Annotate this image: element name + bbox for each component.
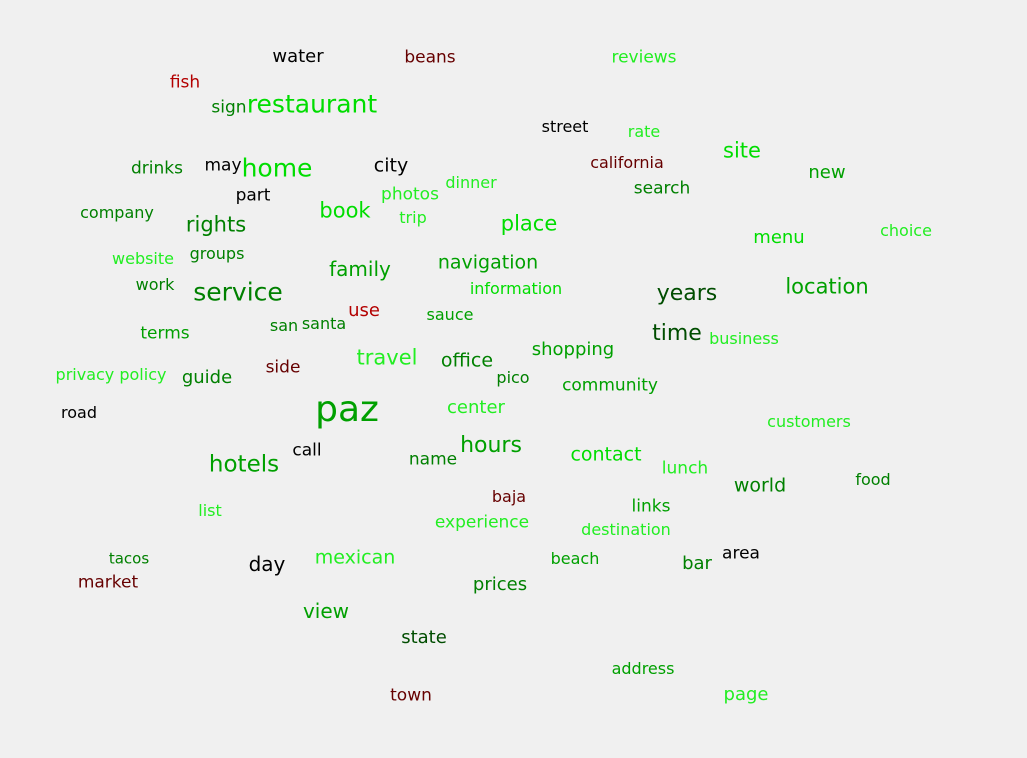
- word-drinks: drinks: [131, 158, 183, 179]
- word-information: information: [469, 279, 563, 298]
- word-view: view: [302, 599, 350, 623]
- word-book: book: [319, 198, 371, 223]
- word-food: food: [855, 470, 891, 489]
- word-restaurant: restaurant: [246, 89, 378, 119]
- word-choice: choice: [880, 221, 932, 240]
- word-paz: paz: [315, 389, 379, 430]
- word-side: side: [265, 357, 301, 378]
- word-bar: bar: [682, 553, 712, 574]
- word-baja: baja: [491, 487, 527, 506]
- word-hours: hours: [460, 433, 522, 458]
- word-work: work: [135, 275, 175, 294]
- word-rate: rate: [627, 122, 661, 141]
- word-california: california: [590, 153, 664, 172]
- word-place: place: [500, 211, 558, 236]
- word-dinner: dinner: [445, 173, 497, 192]
- word-city: city: [373, 154, 409, 177]
- word-san: san: [269, 316, 299, 335]
- word-part: part: [235, 185, 271, 206]
- word-links: links: [631, 496, 671, 517]
- word-call: call: [292, 440, 322, 461]
- word-street: street: [541, 117, 589, 136]
- word-rights: rights: [185, 212, 247, 237]
- word-santa: santa: [301, 314, 347, 333]
- word-time: time: [652, 321, 702, 346]
- word-business: business: [709, 329, 779, 348]
- word-photos: photos: [381, 184, 439, 205]
- word-navigation: navigation: [437, 251, 539, 274]
- word-prices: prices: [472, 574, 528, 595]
- word-menu: menu: [753, 227, 805, 248]
- word-location: location: [785, 274, 869, 299]
- word-mexican: mexican: [314, 546, 396, 569]
- word-page: page: [723, 684, 769, 705]
- word-sign: sign: [211, 97, 247, 118]
- word-family: family: [329, 257, 391, 281]
- word-use: use: [348, 300, 380, 321]
- word-world: world: [733, 474, 787, 497]
- word-search: search: [633, 178, 691, 199]
- word-name: name: [408, 449, 458, 470]
- word-privacy-policy: privacy policy: [55, 365, 167, 384]
- word-pico: pico: [496, 368, 530, 387]
- word-address: address: [611, 659, 675, 678]
- word-contact: contact: [570, 443, 642, 466]
- word-website: website: [112, 249, 174, 268]
- word-years: years: [656, 281, 718, 306]
- word-road: road: [61, 403, 97, 422]
- word-town: town: [390, 685, 432, 706]
- word-state: state: [401, 627, 447, 648]
- word-groups: groups: [189, 244, 245, 263]
- word-service: service: [193, 277, 283, 307]
- word-sauce: sauce: [426, 305, 474, 324]
- word-hotels: hotels: [208, 451, 280, 478]
- word-day: day: [248, 552, 286, 576]
- word-experience: experience: [434, 512, 530, 533]
- word-may: may: [204, 155, 242, 176]
- word-beans: beans: [404, 47, 456, 68]
- word-area: area: [722, 543, 760, 564]
- word-lunch: lunch: [661, 458, 709, 479]
- word-destination: destination: [581, 520, 671, 539]
- word-fish: fish: [169, 72, 201, 93]
- word-tacos: tacos: [108, 549, 150, 568]
- word-terms: terms: [140, 323, 190, 344]
- word-company: company: [80, 203, 154, 222]
- word-office: office: [440, 349, 494, 372]
- word-beach: beach: [550, 549, 600, 568]
- word-market: market: [77, 572, 139, 593]
- word-new: new: [808, 162, 846, 183]
- word-center: center: [447, 397, 505, 418]
- word-customers: customers: [767, 412, 851, 431]
- word-list: list: [198, 501, 222, 520]
- word-site: site: [723, 138, 761, 163]
- word-home: home: [241, 153, 313, 183]
- word-trip: trip: [399, 208, 427, 227]
- word-community: community: [562, 375, 658, 396]
- word-reviews: reviews: [611, 47, 677, 68]
- word-travel: travel: [356, 345, 418, 370]
- word-shopping: shopping: [531, 339, 615, 360]
- word-water: water: [272, 46, 324, 67]
- word-guide: guide: [181, 367, 233, 388]
